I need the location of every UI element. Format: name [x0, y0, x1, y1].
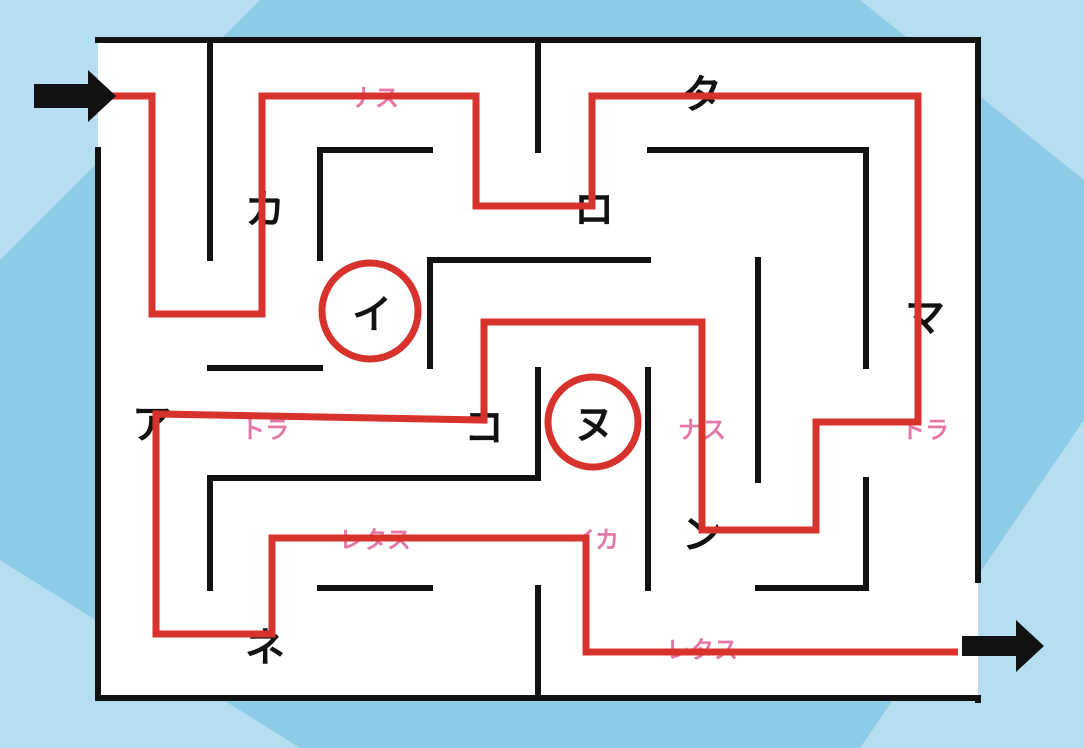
letter-i: イ — [352, 292, 392, 338]
letter-a: ア — [132, 402, 172, 448]
wall — [755, 477, 869, 591]
exit-arrow — [962, 620, 1044, 672]
answer-circle-i — [318, 259, 422, 363]
pink-label-tora-left: トラ — [241, 416, 289, 444]
arrow-right-icon — [34, 70, 116, 122]
letter-nu: ヌ — [574, 402, 614, 448]
wall — [207, 475, 541, 591]
wall — [647, 147, 869, 369]
arrow-right-icon — [962, 620, 1044, 672]
wall — [317, 147, 433, 261]
solution-path — [108, 92, 958, 656]
wall-outer — [95, 37, 981, 583]
answer-circle-nu — [544, 373, 642, 471]
maze-walls — [95, 37, 981, 703]
wall — [427, 257, 651, 369]
letter-ma: マ — [905, 295, 945, 341]
entrance-arrow — [34, 70, 116, 122]
